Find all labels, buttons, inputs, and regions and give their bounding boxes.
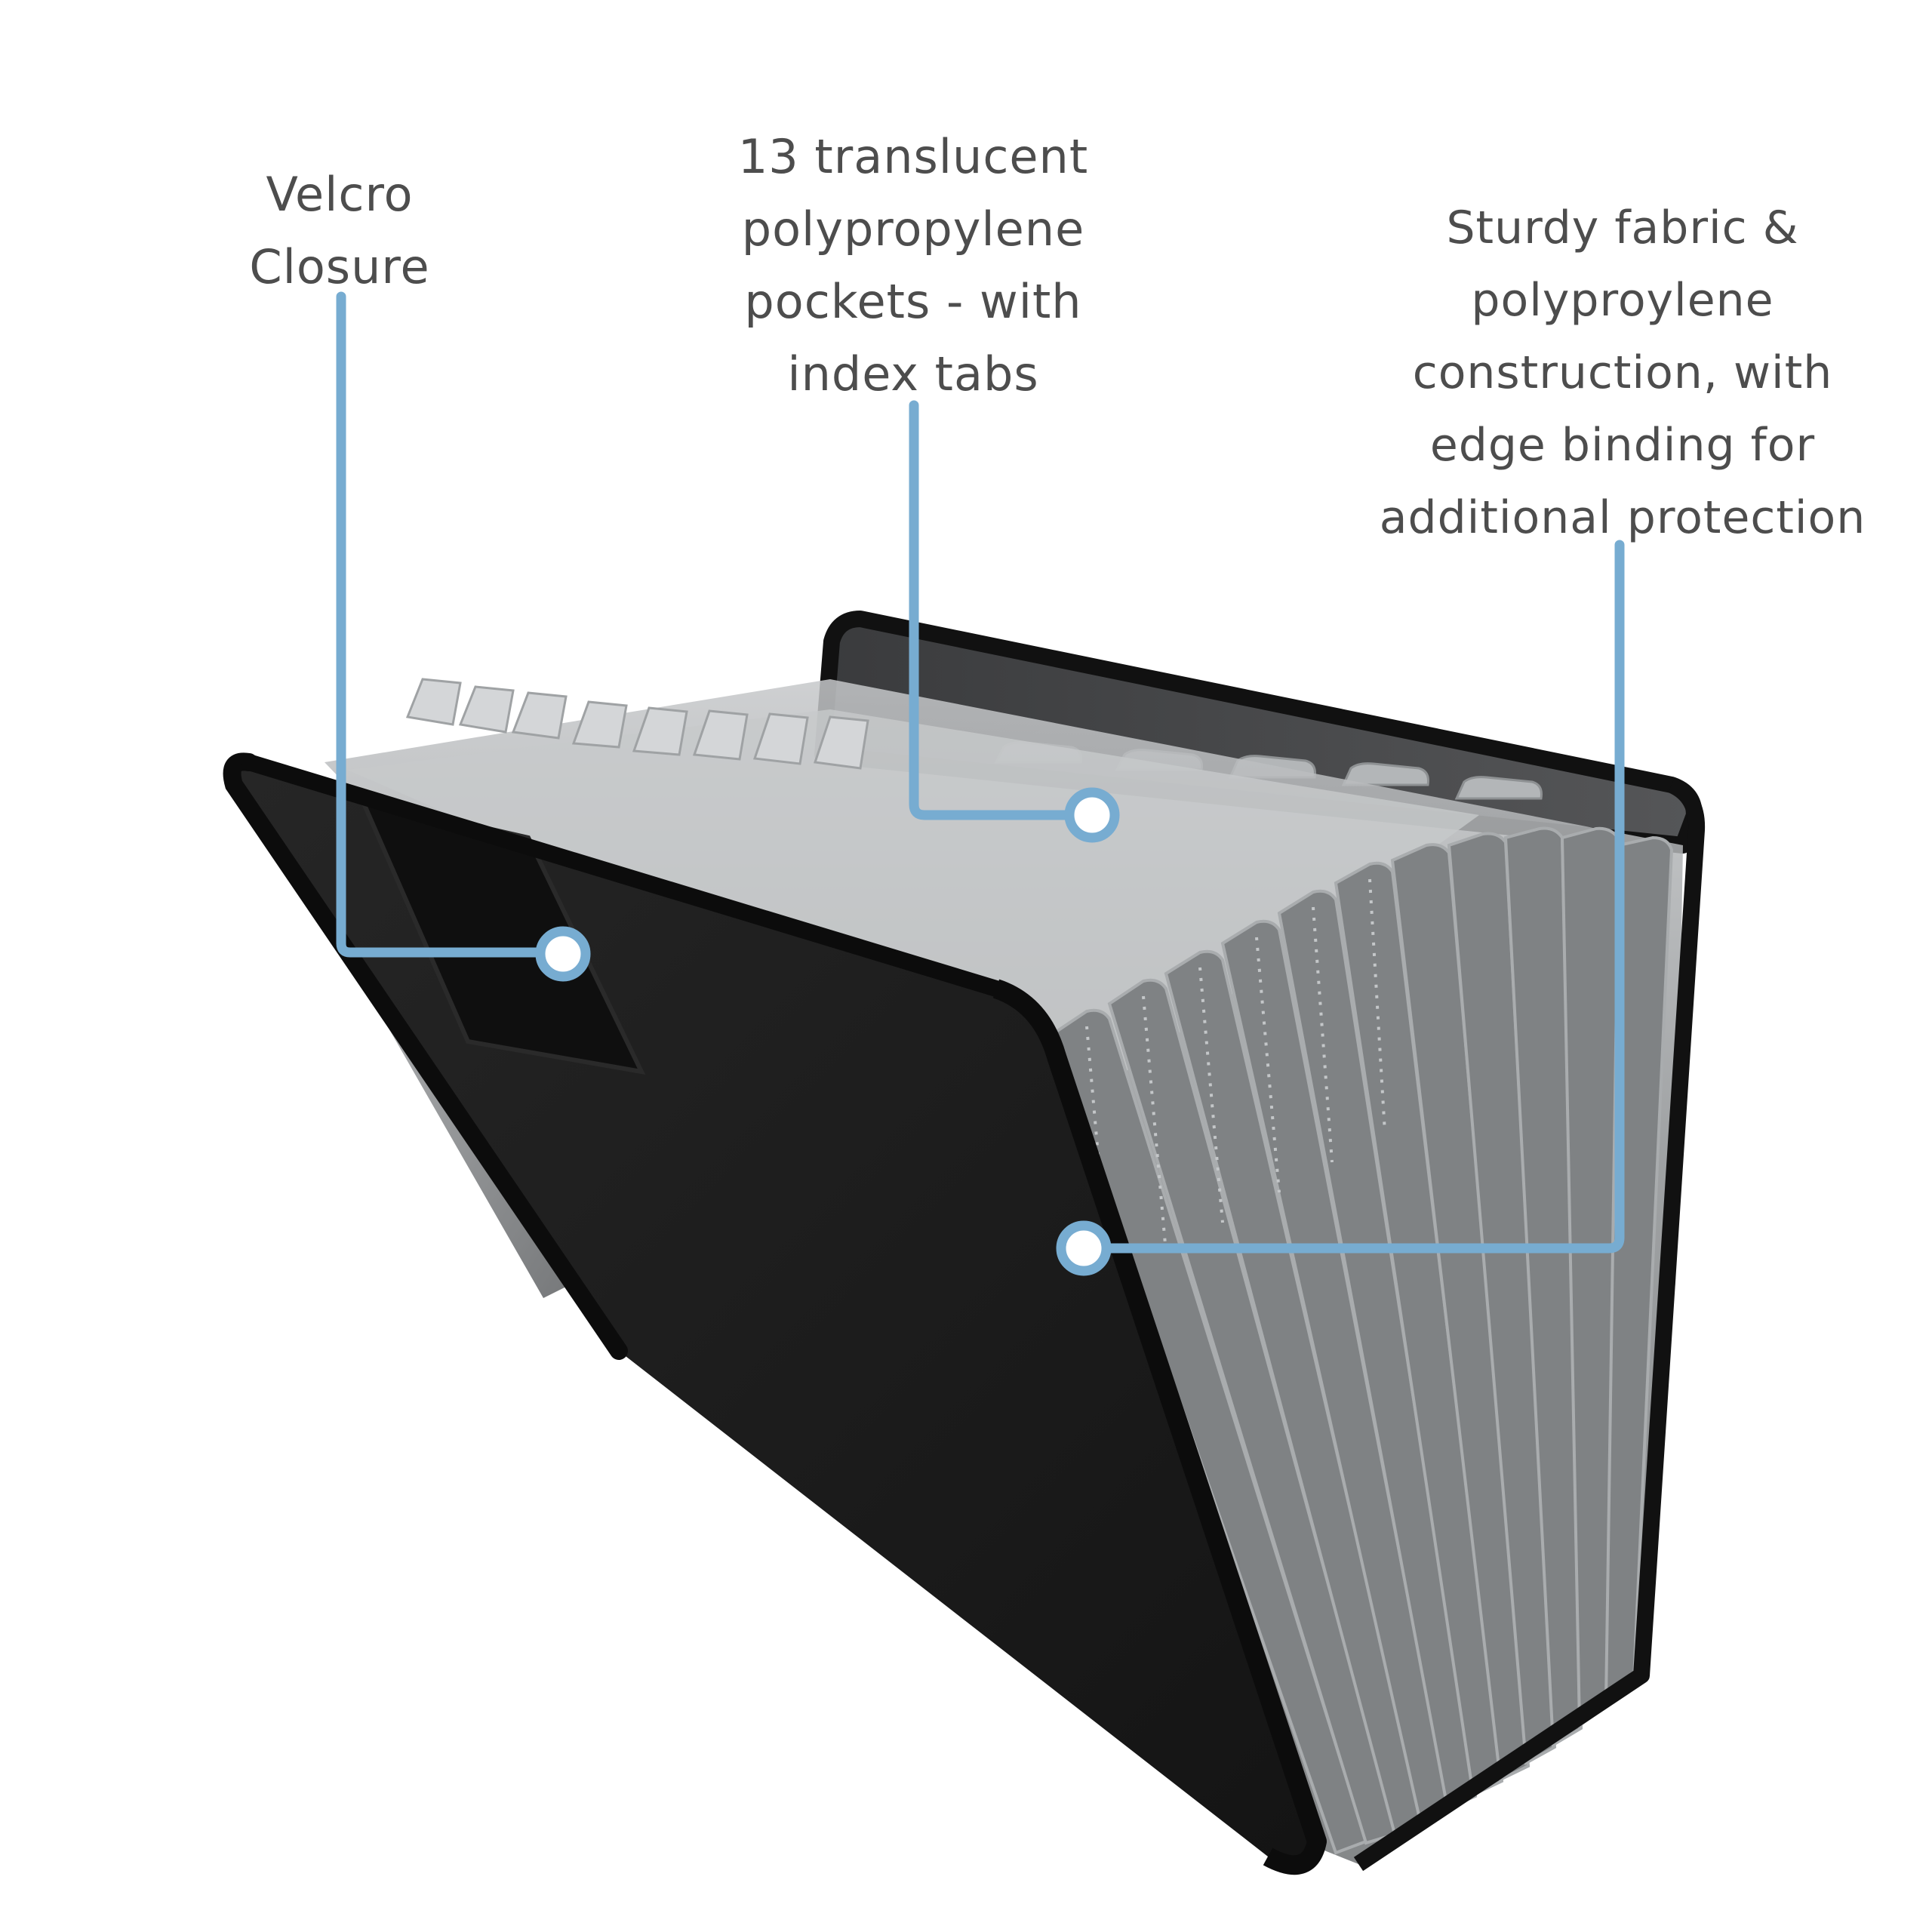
pockets-leader-line [909,400,1077,820]
right-edge-binding [1353,777,1706,1872]
fabric-label-line-5: additional protection [1379,491,1866,544]
pockets-label-line-1: 13 translucent [737,129,1089,184]
pockets-callout-dot [1064,787,1120,843]
fabric-callout-dot [1056,1220,1112,1276]
front-cover [223,752,1327,1875]
pockets-label-line-2: polypropylene [741,202,1085,257]
pockets-label-line-3: pockets - with [744,274,1082,329]
velcro-leader-line [336,291,547,958]
fabric-label-line-4: edge binding for [1429,419,1816,472]
fabric-label-line-1: Sturdy fabric & [1446,202,1799,254]
fabric-label-line-3: construction, with [1412,346,1833,399]
velcro-closure-label: Velcro Closure [181,158,498,303]
velcro-label-line-1: Velcro [266,167,414,222]
fabric-construction-label: Sturdy fabric & polyproylene constructio… [1283,192,1932,554]
velcro-label-line-2: Closure [249,239,430,294]
pockets-label: 13 translucent polypropylene pockets - w… [664,121,1162,411]
callout-leaders [336,291,1625,1276]
velcro-callout-dot [535,926,591,982]
fabric-label-line-2: polyproylene [1471,274,1774,327]
pockets-label-line-4: index tabs [787,346,1039,401]
fabric-leader-line [1098,540,1625,1254]
